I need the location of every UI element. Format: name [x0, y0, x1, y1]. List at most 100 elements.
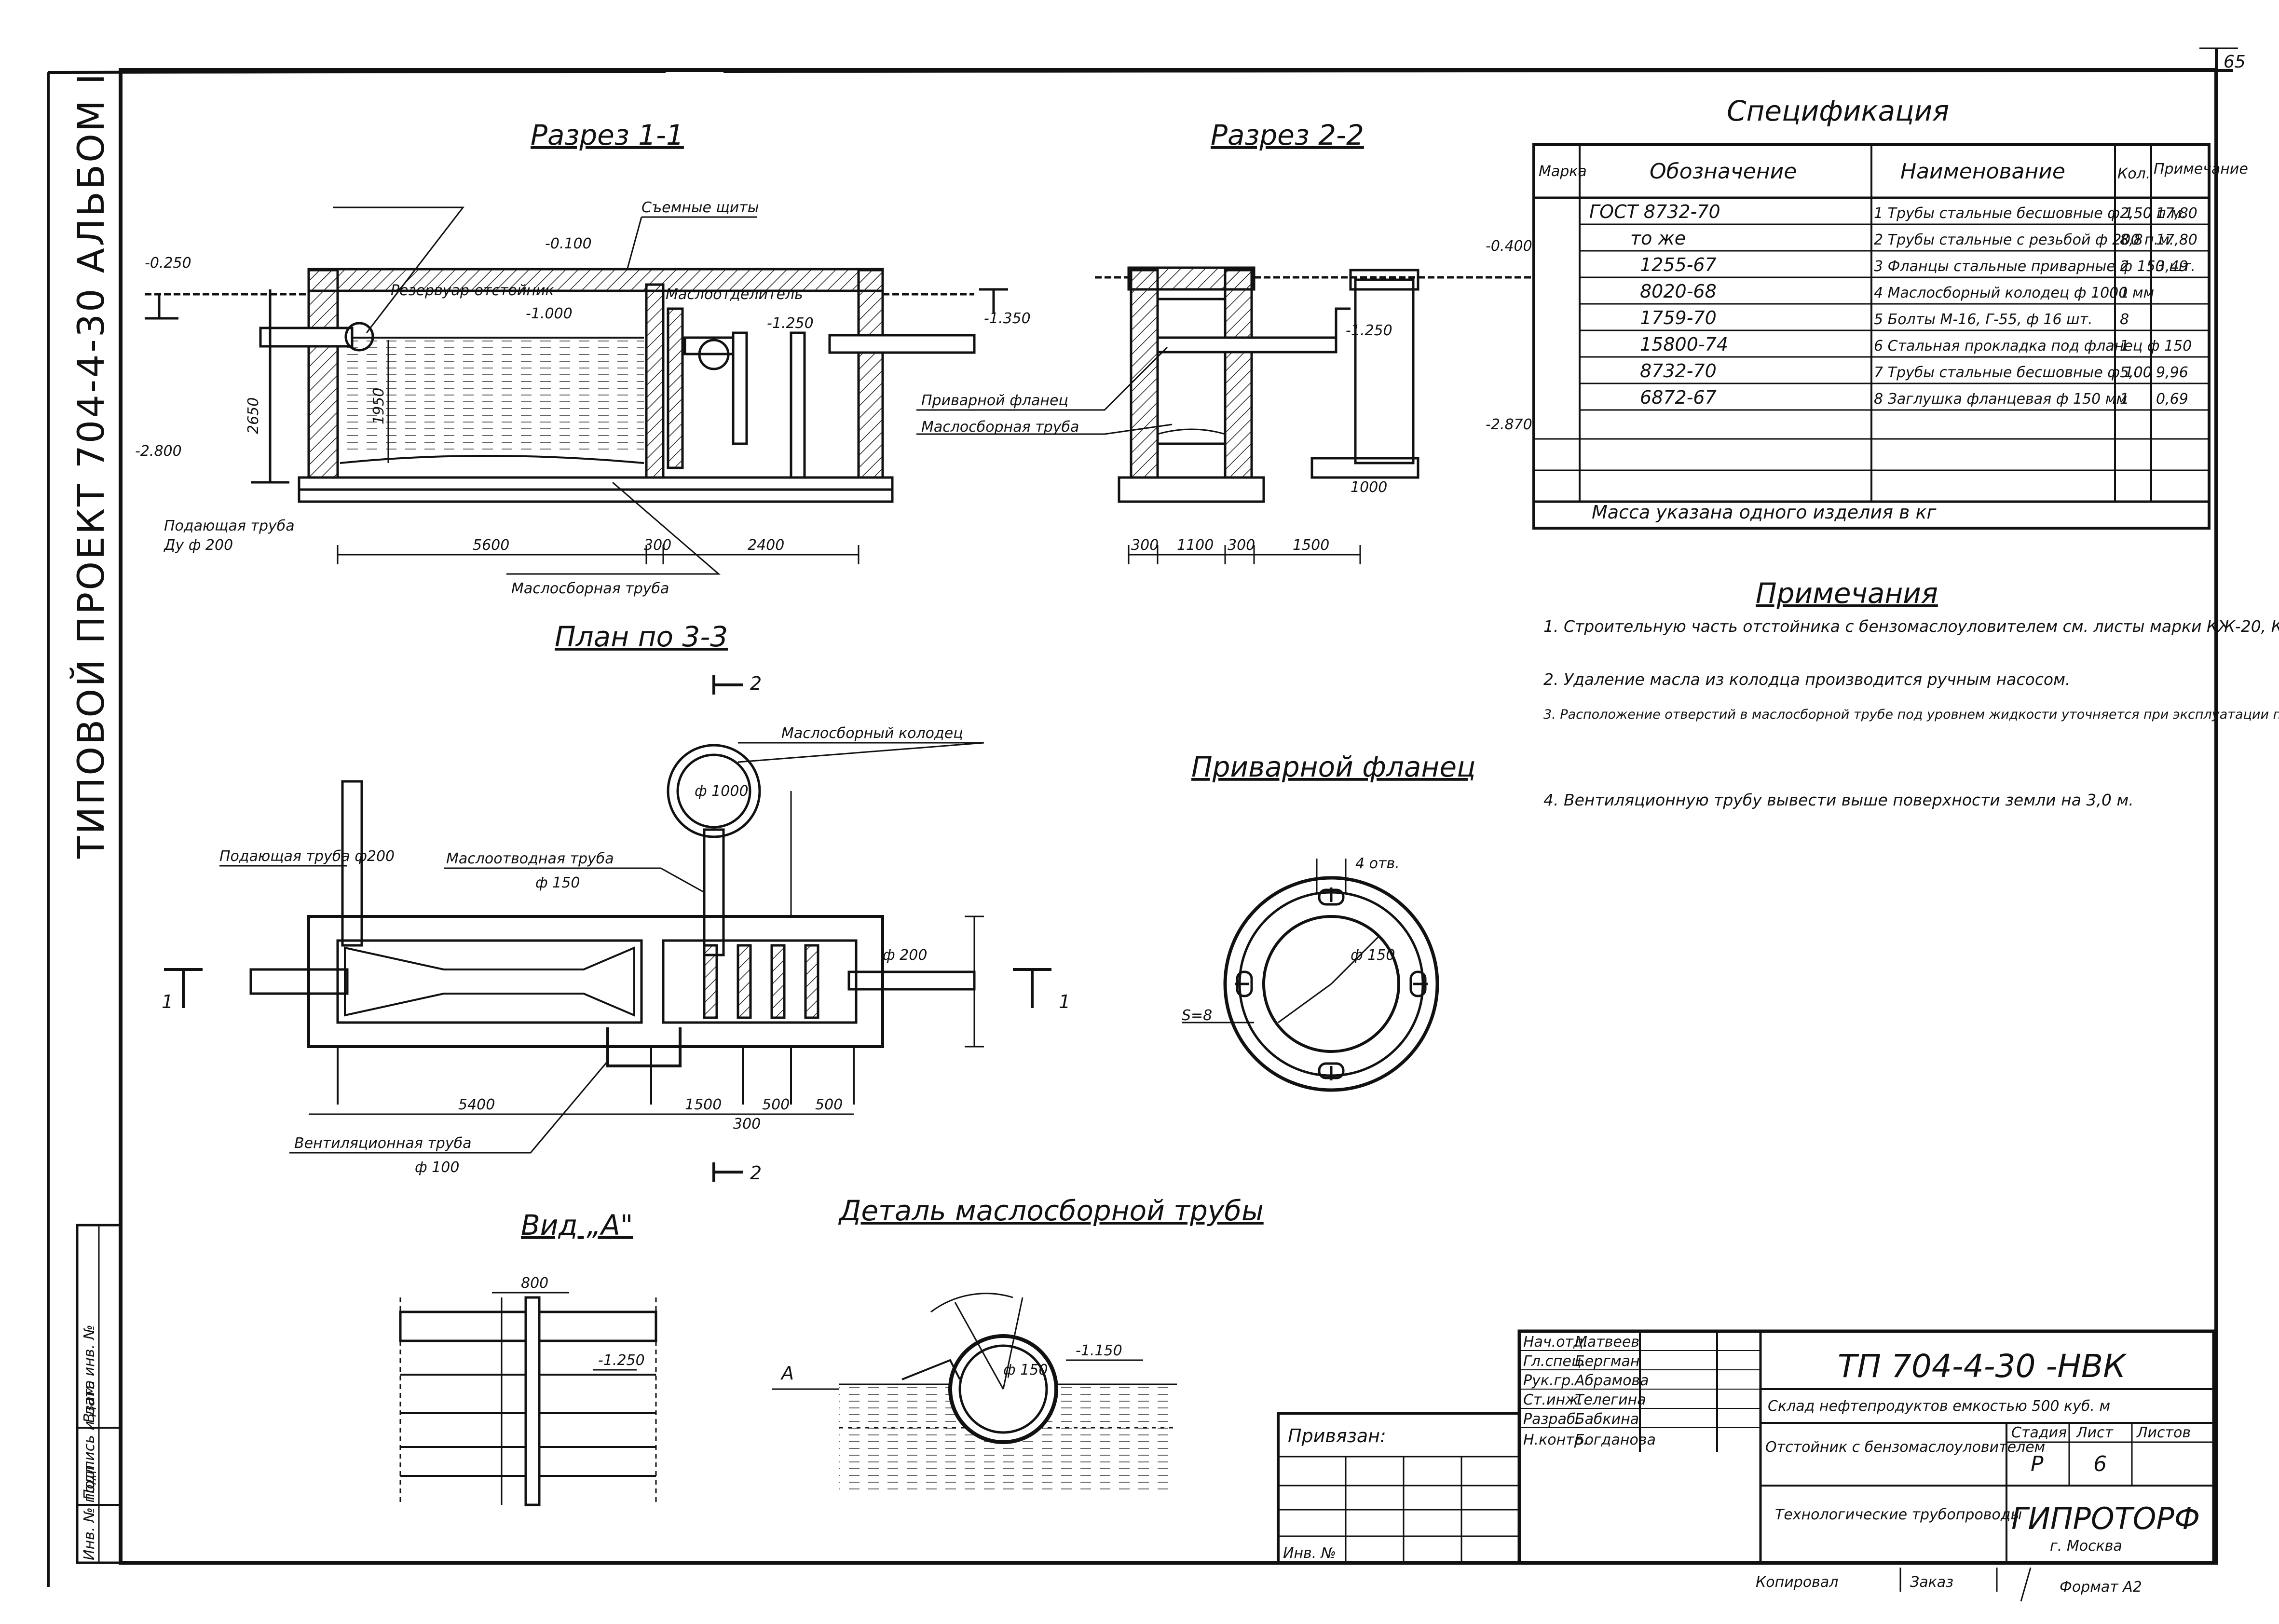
flange-holes: 4 отв. — [1355, 855, 1400, 872]
spec-row-name: 7 Трубы стальные бесшовные ф 100 — [1874, 364, 2152, 381]
section-2-drawing — [916, 266, 1534, 564]
plan-cut-mark-2: 2 — [750, 673, 762, 694]
stamp-city: г. Москва — [2050, 1538, 2122, 1555]
role-label: Гл.спец. — [1523, 1353, 1586, 1370]
spec-row-name: 4 Маслосборный колодец ф 1000 мм — [1874, 285, 2154, 301]
plan-cut-mark-2b: 2 — [750, 1162, 762, 1184]
el-water: -1.000 — [526, 305, 573, 322]
plan-dim-w1: 1500 — [685, 1096, 722, 1113]
plan-cut-mark-1: 1 — [162, 991, 173, 1012]
detail-title: Деталь маслосборной трубы — [838, 1194, 1264, 1227]
plan-inlet-pipe: Подающая труба ф200 — [219, 848, 395, 865]
label-inlet-dia: Ду ф 200 — [163, 537, 233, 554]
spec-row-qty: 2 — [2120, 258, 2129, 275]
dim-len-a: 5600 — [473, 537, 509, 554]
title-block-roles: Нач.отд. Гл.спец. Рук.гр. Ст.инж. Разраб… — [1523, 1334, 1656, 1448]
spec-row-qty: 8 — [2120, 311, 2129, 328]
spec-row-note: 0,69 — [2156, 391, 2188, 408]
spec-row-note: 17,80 — [2156, 232, 2197, 248]
role-name: Телегина — [1575, 1392, 1646, 1408]
spec-row-note: 17,80 — [2156, 205, 2197, 222]
dim-len-c: 2400 — [748, 537, 784, 554]
spec-footer: Масса указана одного изделия в кг — [1592, 502, 1937, 523]
side-title: ТИПОВОЙ ПРОЕКТ 704-4-30 АЛЬБОМ I — [69, 72, 112, 859]
role-label: Н.контр. — [1523, 1432, 1588, 1448]
spec-rows: ГОСТ 8732-70 1 Трубы стальные бесшовные … — [1589, 201, 2197, 408]
detail-mark: А — [780, 1363, 794, 1384]
section-1-title: Разрез 1-1 — [531, 119, 684, 151]
spec-row-note: 3,49 — [2156, 258, 2188, 275]
spec-header-mark: Марка — [1539, 163, 1587, 180]
s2-el-mid: -1.250 — [1346, 322, 1392, 339]
role-name: Бабкина — [1575, 1411, 1639, 1428]
el-top: -0.250 — [145, 255, 191, 272]
flange-drawing — [1182, 859, 1439, 1092]
stamp-sheet: 6 — [2093, 1452, 2107, 1476]
plan-vent-pipe: Вентиляционная труба — [294, 1135, 471, 1152]
section-2-title: Разрез 2-2 — [1211, 119, 1364, 151]
detail-dia: ф 150 — [1003, 1362, 1048, 1378]
plan-title: План по 3-3 — [555, 620, 728, 653]
detail-el: -1.150 — [1076, 1342, 1122, 1359]
spec-row-qty: 8,8 — [2120, 232, 2143, 248]
el-oil: -1.250 — [767, 315, 814, 332]
label-inlet-pipe: Подающая труба — [164, 518, 295, 534]
el-bottom: -2.800 — [135, 443, 182, 460]
spec-row-designation: 8020-68 — [1640, 281, 1717, 302]
el-right: -1.350 — [984, 310, 1031, 327]
stamp-sheet-title: Технологические трубопроводы — [1775, 1506, 2022, 1523]
spec-row-designation: 15800-74 — [1640, 334, 1728, 355]
stamp-stage: Р — [2031, 1452, 2044, 1476]
role-label: Рук.гр. — [1523, 1372, 1575, 1389]
spec-row-designation: ГОСТ 8732-70 — [1589, 201, 1720, 222]
spec-table-grid — [1532, 143, 2211, 530]
flange-title: Приварной фланец — [1191, 751, 1476, 783]
stamp-project: Склад нефтепродуктов емкостью 500 куб. м — [1768, 1398, 2110, 1415]
label-water-tank: Резервуар-отстойник — [391, 282, 554, 299]
bottom-copied: Копировал — [1756, 1574, 1838, 1591]
note-1: 1. Строительную часть отстойника с бензо… — [1543, 617, 2279, 636]
spec-row-designation: 8732-70 — [1640, 360, 1717, 382]
bottom-separators — [1899, 1567, 2032, 1602]
view-a-title: Вид „А" — [521, 1209, 633, 1242]
stamp-org: ГИПРОТОРФ — [2011, 1501, 2200, 1536]
role-name: Богданова — [1575, 1432, 1656, 1448]
s2-dim-b: 1100 — [1177, 537, 1214, 554]
label-oil-pipe: Маслосборная труба — [511, 580, 669, 597]
plan-oil-outlet: Маслоотводная труба — [446, 850, 614, 867]
sheet-frame — [47, 47, 2238, 1587]
stamp-sheet-label: Лист — [2076, 1424, 2114, 1441]
note-3: 3. Расположение отверстий в маслосборной… — [1543, 707, 2279, 722]
plan-dim-len: 5400 — [458, 1096, 495, 1113]
role-name: Абрамова — [1574, 1372, 1649, 1389]
s2-dim-d: 1500 — [1293, 537, 1329, 554]
el-left: -0.100 — [545, 235, 592, 252]
stamp-stage-label: Стадия — [2011, 1424, 2067, 1441]
role-label: Ст.инж. — [1523, 1392, 1583, 1408]
spec-header-name: Наименование — [1900, 159, 2065, 184]
section-1-drawing — [145, 206, 1008, 575]
view-a-el: -1.250 — [598, 1352, 645, 1369]
bottom-format: Формат А2 — [2060, 1579, 2142, 1596]
left-stamp-label-2: Подпись и дата — [81, 1380, 98, 1501]
spec-row-designation: 1759-70 — [1640, 307, 1717, 328]
spec-row-name: 8 Заглушка фланцевая ф 150 мм — [1874, 391, 2127, 408]
detail-drawing — [772, 1293, 1177, 1490]
spec-row-qty: 1 — [2120, 285, 2129, 301]
spec-row-designation: 6872-67 — [1640, 387, 1717, 408]
stamp-sheets-label: Листов — [2136, 1424, 2191, 1441]
plan-oil-well: Маслосборный колодец — [781, 725, 963, 742]
plan-dim-w4: 500 — [815, 1096, 843, 1113]
page-number: 65 — [2224, 52, 2246, 72]
plan-dim-w2: 300 — [733, 1116, 761, 1133]
spec-row-qty: 2,5 — [2120, 205, 2143, 222]
spec-row-name: 3 Фланцы стальные приварные ф 150 шт. — [1874, 258, 2196, 275]
stamp-linked: Привязан: — [1288, 1425, 1386, 1447]
spec-row-qty: 1 — [2120, 391, 2129, 408]
spec-row-name: 5 Болты М-16, Г-55, ф 16 шт. — [1874, 311, 2093, 328]
view-a-dim: 800 — [521, 1275, 548, 1292]
left-stamp-label-3: Взам. инв. № — [81, 1324, 98, 1423]
dim-depth: 1950 — [370, 388, 387, 424]
flange-dia: ф 150 — [1351, 947, 1395, 964]
